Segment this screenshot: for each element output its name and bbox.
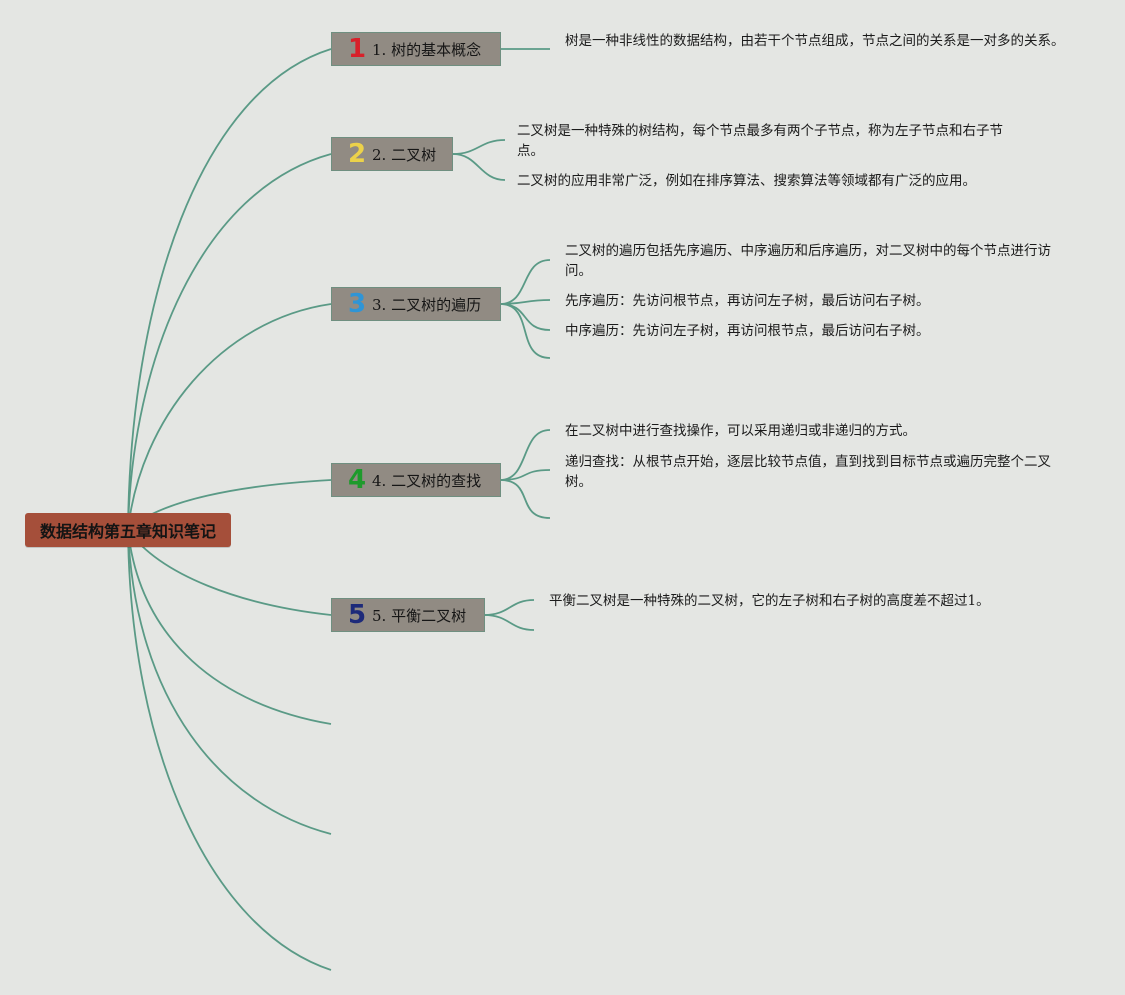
connector-topic-3-empty <box>499 303 551 359</box>
connector-topic-2-note-2 <box>452 153 506 181</box>
connector-topic-4-empty <box>499 479 551 519</box>
topic-3[interactable]: 3 3. 二叉树的遍历 <box>331 287 501 321</box>
topic-1-label: 1. 树的基本概念 <box>372 40 482 59</box>
topic-2-note-1[interactable]: 二叉树是一种特殊的树结构，每个节点最多有两个子节点，称为左子节点和右子节点。 <box>517 123 1003 159</box>
connector-topic-4-note-1 <box>499 429 551 481</box>
topic-5-label: 5. 平衡二叉树 <box>372 606 467 625</box>
priority-5-icon: 5 <box>348 600 367 630</box>
priority-2-icon: 2 <box>348 139 367 169</box>
central-topic-label: 数据结构第五章知识笔记 <box>39 522 216 541</box>
topic-4-label: 4. 二叉树的查找 <box>372 471 482 490</box>
topic-4-note-2[interactable]: 递归查找：从根节点开始，逐层比较节点值，直到找到目标节点或遍历完整个二叉树。 <box>565 454 1051 490</box>
topic-2-label: 2. 二叉树 <box>372 145 437 164</box>
connector-topic-2-note-1 <box>452 139 506 155</box>
topic-3-note-2[interactable]: 先序遍历：先访问根节点，再访问左子树，最后访问右子树。 <box>565 293 930 309</box>
connector-root-topic-3 <box>127 303 332 531</box>
topic-2-note-2[interactable]: 二叉树的应用非常广泛，例如在排序算法、搜索算法等领域都有广泛的应用。 <box>517 173 976 189</box>
connector-root-topic-2 <box>127 153 332 531</box>
priority-1-icon: 1 <box>348 34 367 64</box>
connector-topic-5-empty <box>483 614 535 631</box>
connector-root-empty-1 <box>127 529 332 725</box>
central-topic[interactable]: 数据结构第五章知识笔记 <box>25 513 231 547</box>
topic-4-note-1[interactable]: 在二叉树中进行查找操作，可以采用递归或非递归的方式。 <box>565 423 916 439</box>
topic-1-note-1[interactable]: 树是一种非线性的数据结构，由若干个节点组成，节点之间的关系是一对多的关系。 <box>565 33 1065 49</box>
topic-5[interactable]: 5 5. 平衡二叉树 <box>331 598 485 632</box>
topic-3-note-3[interactable]: 中序遍历：先访问左子树，再访问根节点，最后访问右子树。 <box>565 323 930 339</box>
priority-3-icon: 3 <box>348 289 367 319</box>
connector-root-empty-2 <box>127 529 332 835</box>
connector-topic-4-note-2 <box>499 469 551 481</box>
connector-root-topic-1 <box>127 48 332 531</box>
connector-topic-5-note <box>483 599 535 616</box>
connector-root-empty-3 <box>127 529 332 971</box>
connector-topic-3-note-1 <box>499 259 551 305</box>
topic-3-note-1[interactable]: 二叉树的遍历包括先序遍历、中序遍历和后序遍历，对二叉树中的每个节点进行访问。 <box>565 243 1051 279</box>
topic-3-label: 3. 二叉树的遍历 <box>372 295 482 314</box>
topic-2[interactable]: 2 2. 二叉树 <box>331 137 453 171</box>
connector-topic-3-note-3 <box>499 303 551 331</box>
priority-4-icon: 4 <box>348 465 367 495</box>
topic-4[interactable]: 4 4. 二叉树的查找 <box>331 463 501 497</box>
topic-5-note-1[interactable]: 平衡二叉树是一种特殊的二叉树，它的左子树和右子树的高度差不超过1。 <box>549 593 990 609</box>
topic-1[interactable]: 1 1. 树的基本概念 <box>331 32 501 66</box>
